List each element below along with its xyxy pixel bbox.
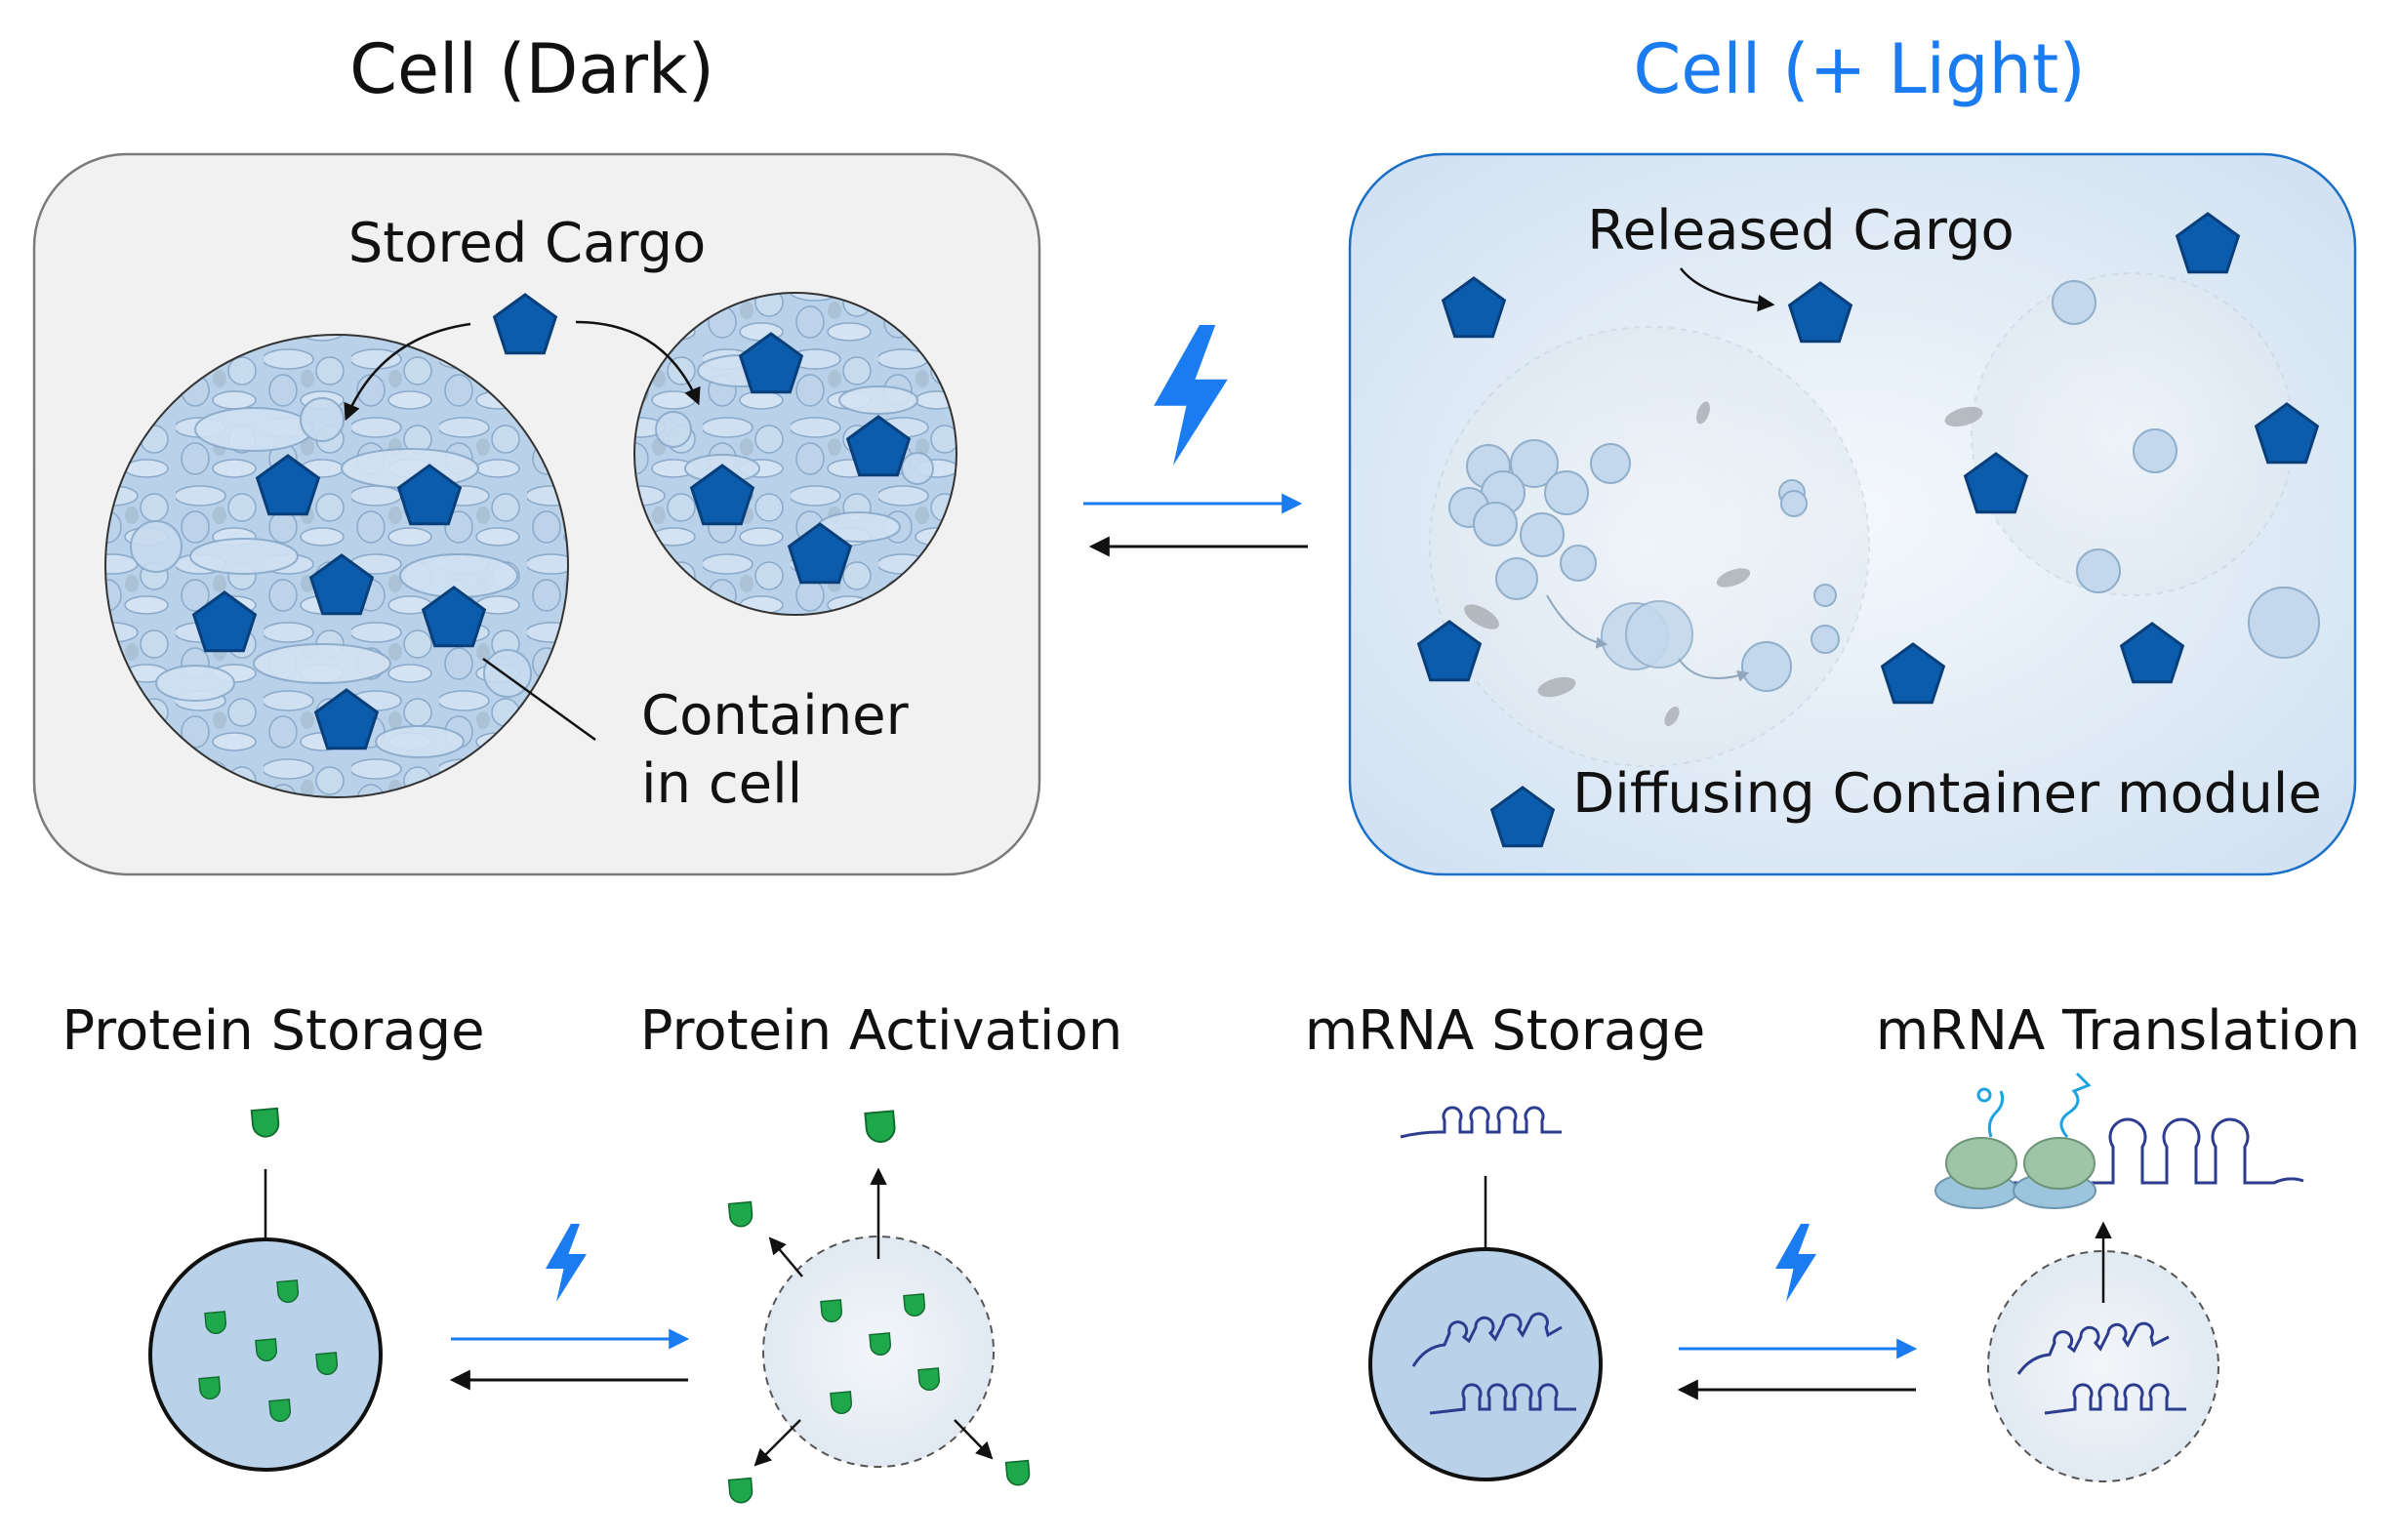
mrna-storage-panel [1368, 1106, 1603, 1481]
mrna-hairpin-icon [1400, 1106, 1562, 1139]
protein-icon [820, 1299, 843, 1323]
protein-storage-label: Protein Storage [61, 999, 484, 1063]
dissolved-container-large [1429, 326, 1870, 767]
protein-icon [864, 1110, 897, 1145]
mrna-translation-panel [1934, 1072, 2304, 1482]
mrna-hairpin-icon [2016, 1321, 2170, 1375]
mrna-hairpin-icon [1411, 1312, 1563, 1367]
protein-icon [727, 1477, 754, 1505]
debris-ellipses [1464, 401, 1983, 726]
protein-icon [917, 1367, 941, 1392]
mrna-storage-label: mRNA Storage [1305, 999, 1706, 1063]
protein-icon [727, 1200, 754, 1229]
release-arrow-down-left [753, 1419, 801, 1467]
mrna-hairpin-icon [1429, 1383, 1576, 1415]
ribosome-icon [2013, 1072, 2096, 1209]
diffusing-module-label: Diffusing Container module [1572, 762, 2322, 826]
lightning-bolt-icon [1154, 325, 1228, 466]
protein-icon [1004, 1459, 1032, 1487]
protein-storage-panel [148, 1107, 383, 1472]
protein-icon [276, 1279, 300, 1304]
mrna-hairpin-icon [2044, 1383, 2186, 1415]
arrow-to-small-container [575, 320, 701, 406]
released-cargo-arrow [1680, 267, 1775, 312]
release-arrow-up-left [768, 1236, 803, 1277]
light-cell-panel: Released Cargo Diffusing Container modul… [1348, 152, 2357, 876]
protein-icon [869, 1332, 892, 1357]
protein-icon [903, 1293, 926, 1317]
diffusion-arrow [1546, 594, 1608, 649]
protein-icon [198, 1376, 222, 1400]
protein-icon [204, 1311, 227, 1335]
release-arrow-down-right [954, 1419, 994, 1460]
container-label-line2: in cell [641, 752, 802, 816]
diffusion-arrow [1678, 658, 1750, 682]
protein-activation-label: Protein Activation [640, 999, 1122, 1063]
protein-icon [268, 1398, 292, 1423]
dissolved-mrna-container [1987, 1250, 2219, 1482]
dark-cell-panel: Stored Cargo Container in cell [32, 152, 1041, 876]
protein-activation-panel [727, 1110, 1032, 1505]
protein-icon [255, 1338, 278, 1362]
lightning-bolt-icon [546, 1224, 587, 1302]
ribosome-icon [1934, 1087, 2018, 1209]
dissolved-container-small [1971, 272, 2295, 596]
stored-cargo-label: Stored Cargo [348, 212, 707, 275]
cell-light-title: Cell (+ Light) [1633, 29, 2085, 109]
protein-icon [315, 1352, 339, 1376]
container-pointer-line [482, 657, 596, 742]
container-droplet-small [633, 292, 957, 616]
lightning-bolt-icon [1775, 1224, 1816, 1302]
arrow-to-large-container [344, 322, 471, 422]
mrna-translation-label: mRNA Translation [1876, 999, 2361, 1063]
released-cargo-label: Released Cargo [1587, 199, 2014, 263]
diffusing-modules [1448, 280, 2320, 692]
mrna-translating-icon [1942, 1117, 2304, 1185]
container-label-line1: Container [641, 684, 910, 748]
mrna-container-droplet [1368, 1247, 1603, 1481]
protein-icon [250, 1107, 281, 1139]
protein-icon [830, 1391, 853, 1415]
cell-dark-title: Cell (Dark) [349, 29, 714, 109]
